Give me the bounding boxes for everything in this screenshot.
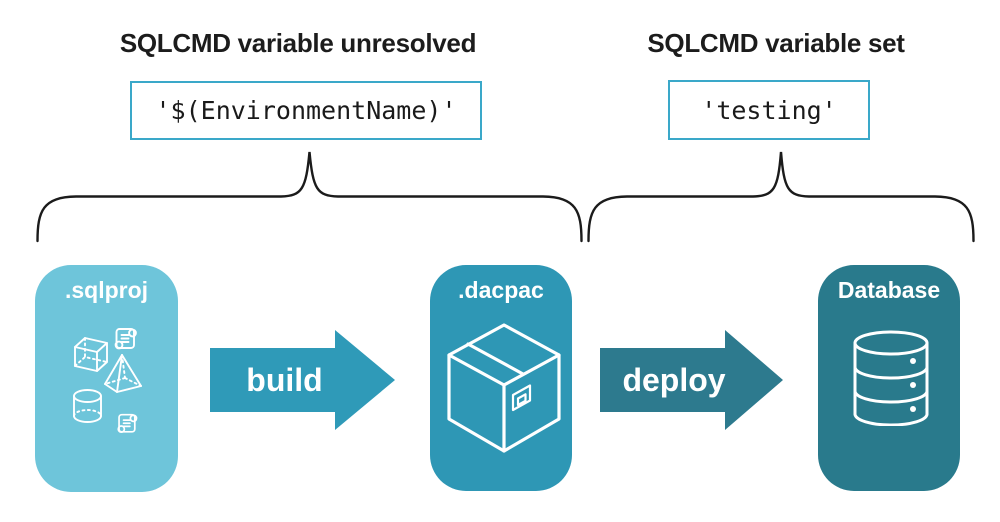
scroll-icon <box>114 328 137 350</box>
heading-set: SQLCMD variable set <box>647 28 905 58</box>
code-box-set: 'testing' <box>668 80 870 140</box>
database-node-label: Database <box>837 277 941 303</box>
deploy-arrow <box>600 330 783 430</box>
cylinder-icon <box>73 389 102 423</box>
brace-build-scope <box>36 151 583 243</box>
brace-deploy-scope <box>587 151 975 243</box>
package-box-icon <box>447 323 561 453</box>
sqlproj-node <box>35 265 178 492</box>
scroll-icon <box>117 413 138 434</box>
cube-icon <box>74 337 108 372</box>
pyramid-icon <box>104 354 142 393</box>
code-set-value: 'testing' <box>701 95 837 125</box>
code-unresolved-value: '$(EnvironmentName)' <box>155 96 457 125</box>
brace-curve <box>587 151 975 243</box>
dacpac-node <box>430 265 572 491</box>
build-arrow <box>210 330 395 430</box>
sql-objects-icon <box>73 328 142 434</box>
code-box-unresolved: '$(EnvironmentName)' <box>130 81 482 140</box>
build-arrow-label: build <box>246 362 323 398</box>
heading-unresolved: SQLCMD variable unresolved <box>119 28 477 58</box>
deploy-arrow-label: deploy <box>622 362 726 398</box>
sqlproj-node-label: .sqlproj <box>64 277 149 303</box>
dacpac-node-label: .dacpac <box>458 277 544 303</box>
database-cylinder-icon <box>853 330 929 426</box>
brace-curve <box>36 151 583 243</box>
